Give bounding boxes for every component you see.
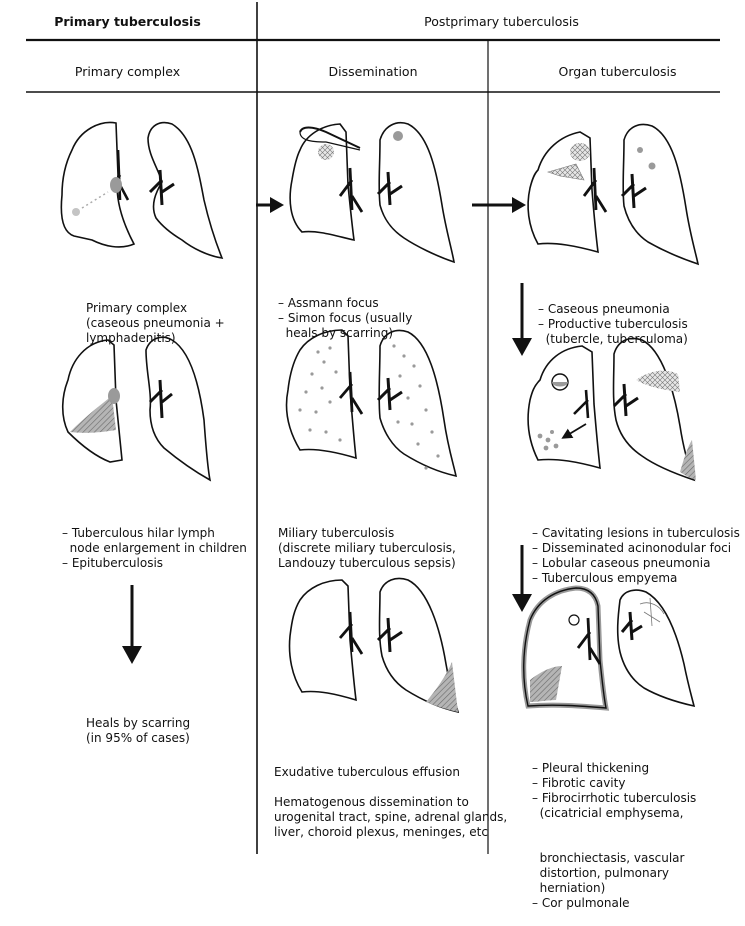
diagram-canvas xyxy=(26,2,720,854)
header-primary-tuberculosis: Primary tuberculosis xyxy=(54,14,201,29)
arrow-heals-head xyxy=(122,646,142,664)
caption-caseous-productive: – Caseous pneumonia– Productive tubercul… xyxy=(538,302,688,346)
header-postprimary-tuberculosis: Postprimary tuberculosis xyxy=(424,14,579,29)
lung-pair-organ-early xyxy=(527,123,700,266)
caption-exudative-effusion: Exudative tuberculous effusion xyxy=(274,765,460,779)
lung-pair-primary-complex xyxy=(60,121,224,259)
caption-cavitating-lesions: – Cavitating lesions in tuberculosis– Di… xyxy=(532,526,740,585)
lung-pair-cavitating xyxy=(527,337,696,482)
caption-primary-complex: Primary complex(caseous pneumonia +lymph… xyxy=(86,301,225,345)
caption-heals-by-scarring: Heals by scarring(in 95% of cases) xyxy=(86,716,191,745)
lung-pair-miliary xyxy=(285,329,458,478)
lung-pair-hilar-nodes xyxy=(61,336,212,482)
subheader-primary-complex: Primary complex xyxy=(74,64,181,79)
lung-pair-pleural-thickening xyxy=(521,585,696,711)
subheader-dissemination: Dissemination xyxy=(328,64,418,79)
caption-hilar-lymph-nodes: – Tuberculous hilar lymph node enlargeme… xyxy=(62,526,247,570)
lung-pair-effusion xyxy=(288,577,460,714)
caption-pleural-thickening: – Pleural thickening– Fibrotic cavity– F… xyxy=(532,761,697,910)
caption-assmann-simon: – Assmann focus– Simon focus (usually he… xyxy=(278,296,413,340)
caption-miliary-tuberculosis: Miliary tuberculosis(discrete miliary tu… xyxy=(278,526,456,570)
lung-pair-assmann-simon xyxy=(289,122,456,264)
subheader-organ-tuberculosis: Organ tuberculosis xyxy=(558,64,677,79)
